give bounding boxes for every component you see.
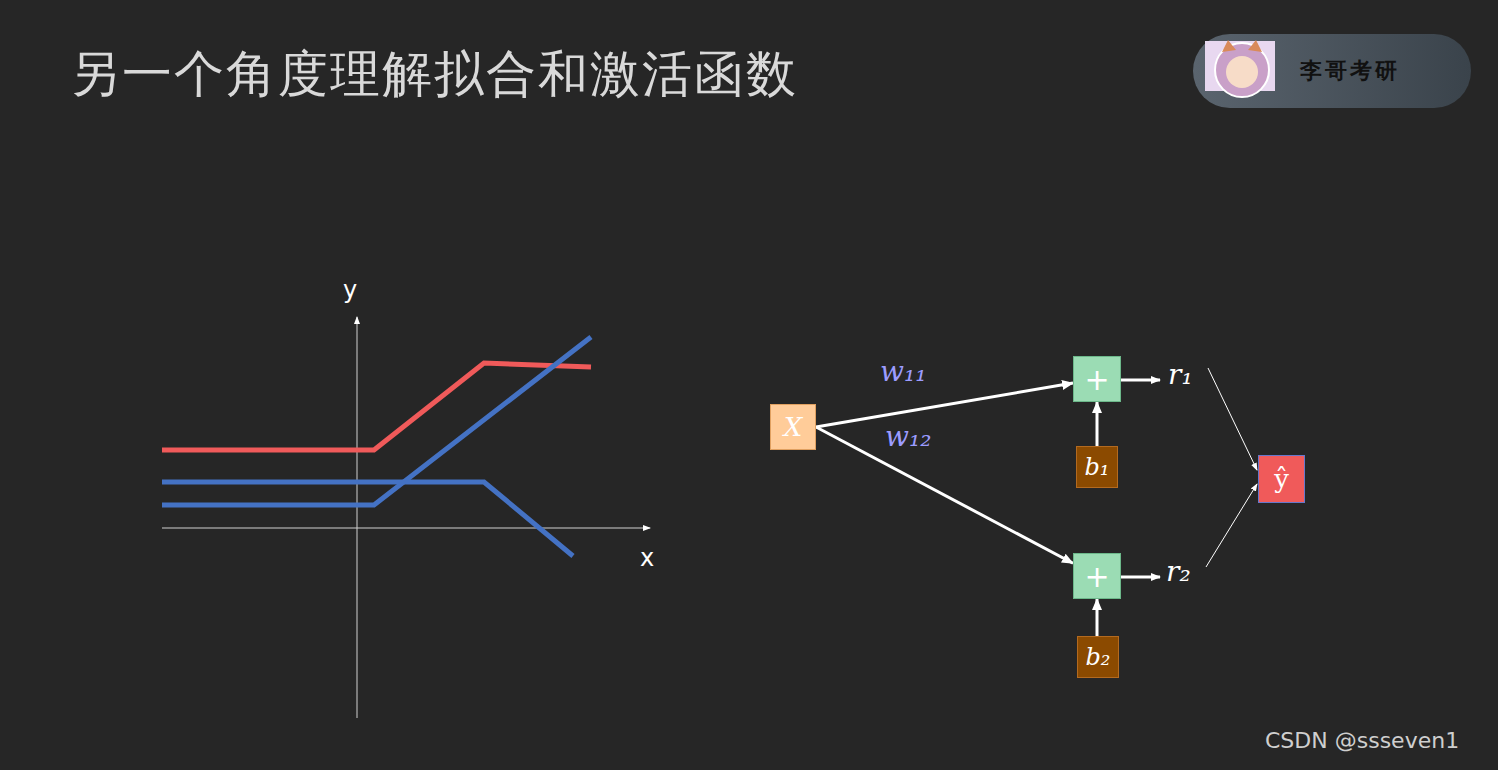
axis-label: y xyxy=(343,276,357,304)
node-text: ŷ xyxy=(1274,465,1289,494)
red-curve xyxy=(162,363,591,450)
title: 另一个角度理解拟合和激活函数 xyxy=(70,44,798,104)
x-axis xyxy=(162,528,650,529)
blue-curve xyxy=(162,482,573,556)
avatar-face xyxy=(1226,56,1258,88)
weight-label: w₁₂ xyxy=(883,422,933,453)
sum-box: + xyxy=(1073,553,1121,599)
connector xyxy=(1096,599,1099,636)
connector xyxy=(816,427,1073,563)
output-label: r₁ xyxy=(1168,358,1193,391)
weight-label: w₁₁ xyxy=(878,357,928,388)
bias-box: b₂ xyxy=(1077,636,1119,678)
output-box: ŷ xyxy=(1258,455,1305,503)
sum-box: + xyxy=(1073,356,1121,402)
badge xyxy=(1193,34,1471,108)
watermark: CSDN @ssseven1 xyxy=(1265,728,1459,753)
merge-line xyxy=(1206,484,1257,567)
bias-box: b₁ xyxy=(1076,446,1118,488)
input-box: X xyxy=(770,404,816,450)
node-text: b₂ xyxy=(1086,644,1111,670)
node-text: + xyxy=(1084,560,1109,593)
connector xyxy=(1096,402,1099,446)
badge-text: 李哥考研 xyxy=(1300,56,1400,86)
output-arrow xyxy=(1121,379,1160,382)
connector xyxy=(816,383,1073,427)
axis-label: x xyxy=(640,544,654,572)
node-text: b₁ xyxy=(1085,454,1110,480)
output-label: r₂ xyxy=(1166,555,1191,588)
y-axis xyxy=(357,317,358,718)
node-text: X xyxy=(784,413,803,442)
merge-line xyxy=(1208,368,1257,470)
avatar-ears xyxy=(1222,40,1262,52)
node-text: + xyxy=(1084,363,1109,396)
output-arrow xyxy=(1121,576,1160,579)
